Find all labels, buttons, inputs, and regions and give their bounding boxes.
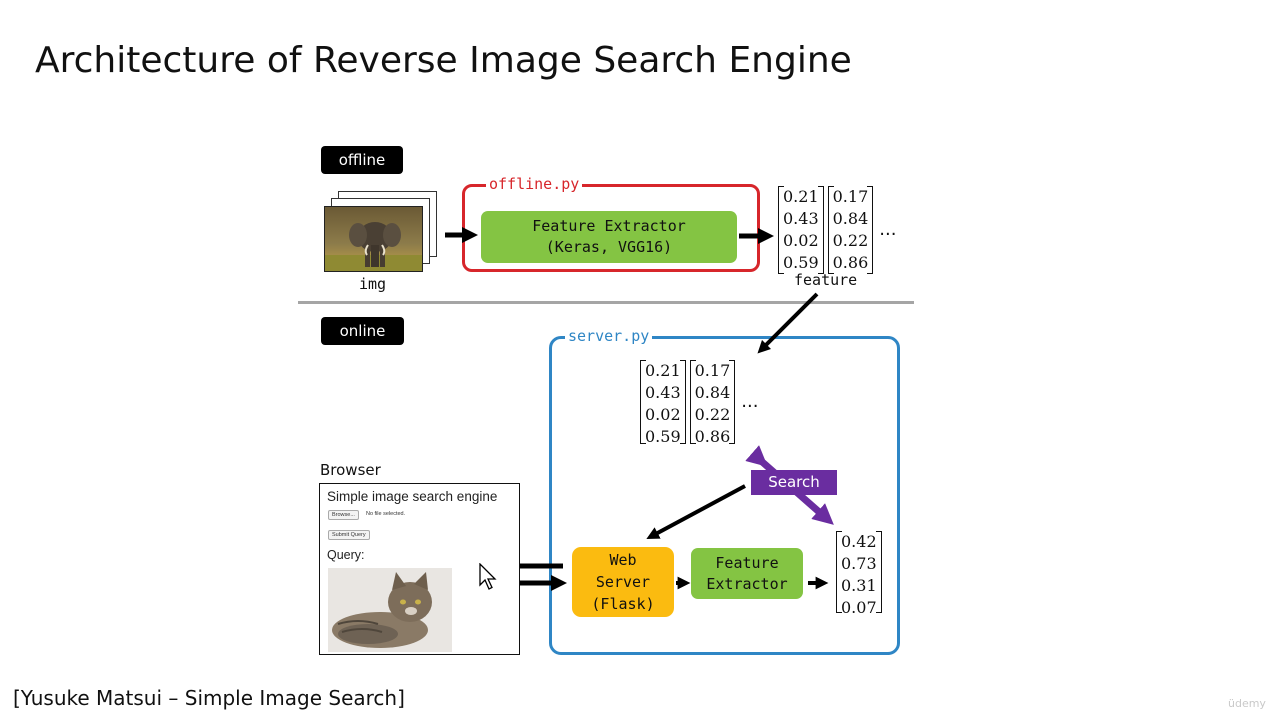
feature-extractor-subtitle: (Keras, VGG16)	[545, 238, 673, 256]
slide-title: Architecture of Reverse Image Search Eng…	[35, 40, 852, 81]
matrix-cell: 0.84	[832, 209, 869, 228]
no-file-text: No file selected.	[366, 511, 406, 517]
query-feature-vector: 0.42 0.73 0.31 0.07	[836, 531, 882, 617]
citation-footer: [Yusuke Matsui – Simple Image Search]	[13, 686, 405, 710]
browser-page-title: Simple image search engine	[327, 489, 498, 504]
feature-extractor-line: Extractor	[706, 574, 788, 593]
matrix-column: 0.17 0.84 0.22 0.86	[827, 186, 874, 274]
matrix-cell: 0.22	[694, 405, 731, 424]
matrix-cell: 0.86	[832, 253, 869, 272]
matrix-cell: 0.43	[783, 209, 819, 228]
vector-cell: 0.42	[841, 532, 877, 551]
udemy-watermark: üdemy	[1228, 697, 1266, 710]
offline-py-label: offline.py	[486, 175, 583, 193]
server-py-label: server.py	[565, 327, 653, 345]
feature-extractor-online: Feature Extractor	[691, 548, 803, 599]
vector-cell: 0.73	[841, 554, 877, 573]
web-server-line: (Flask)	[591, 595, 655, 613]
matrix-cell: 0.17	[694, 361, 731, 380]
img-label: img	[359, 275, 387, 293]
matrix-ellipsis: ...	[879, 219, 897, 240]
offline-feature-matrix: 0.21 0.43 0.02 0.59 0.17 0.84 0.22 0.86 …	[778, 186, 896, 274]
vector-cell: 0.31	[841, 576, 877, 595]
browser-label: Browser	[320, 461, 381, 479]
elephant-image	[324, 206, 423, 272]
matrix-cell: 0.59	[783, 253, 819, 272]
matrix-column: 0.42 0.73 0.31 0.07	[836, 531, 882, 617]
feature-extractor-offline: Feature Extractor (Keras, VGG16)	[481, 211, 737, 263]
online-badge: online	[321, 317, 404, 345]
web-server-box: Web Server (Flask)	[572, 547, 674, 617]
search-label: Search	[751, 470, 837, 495]
matrix-ellipsis: ...	[741, 391, 759, 412]
matrix-cell: 0.22	[832, 231, 869, 250]
web-server-line: Server	[595, 573, 651, 591]
submit-query-button[interactable]: Submit Query	[328, 530, 370, 540]
matrix-column: 0.21 0.43 0.02 0.59	[778, 186, 824, 274]
vector-cell: 0.07	[841, 598, 877, 617]
feature-label: feature	[794, 271, 858, 289]
matrix-cell: 0.21	[645, 361, 681, 380]
matrix-cell: 0.43	[645, 383, 681, 402]
matrix-cell: 0.02	[645, 405, 681, 424]
query-label: Query:	[327, 548, 365, 562]
browser-window: Simple image search engine Browse... No …	[319, 483, 520, 655]
feature-extractor-title: Feature Extractor	[532, 217, 686, 235]
server-py-box	[549, 336, 900, 655]
offline-badge: offline	[321, 146, 403, 174]
matrix-cell: 0.84	[694, 383, 731, 402]
matrix-cell: 0.59	[645, 427, 681, 446]
browse-button[interactable]: Browse...	[328, 510, 359, 520]
mouse-pointer-icon	[479, 563, 497, 590]
matrix-column: 0.21 0.43 0.02 0.59	[640, 360, 686, 446]
feature-extractor-line: Feature	[715, 553, 779, 572]
matrix-cell: 0.02	[783, 231, 819, 250]
web-server-line: Web	[609, 551, 637, 569]
matrix-cell: 0.17	[832, 187, 869, 206]
matrix-cell: 0.86	[694, 427, 731, 446]
matrix-column: 0.17 0.84 0.22 0.86	[689, 360, 736, 446]
matrix-cell: 0.21	[783, 187, 819, 206]
offline-online-divider	[298, 301, 914, 304]
server-feature-matrix: 0.21 0.43 0.02 0.59 0.17 0.84 0.22 0.86 …	[640, 360, 759, 446]
cat-query-image	[328, 568, 452, 652]
